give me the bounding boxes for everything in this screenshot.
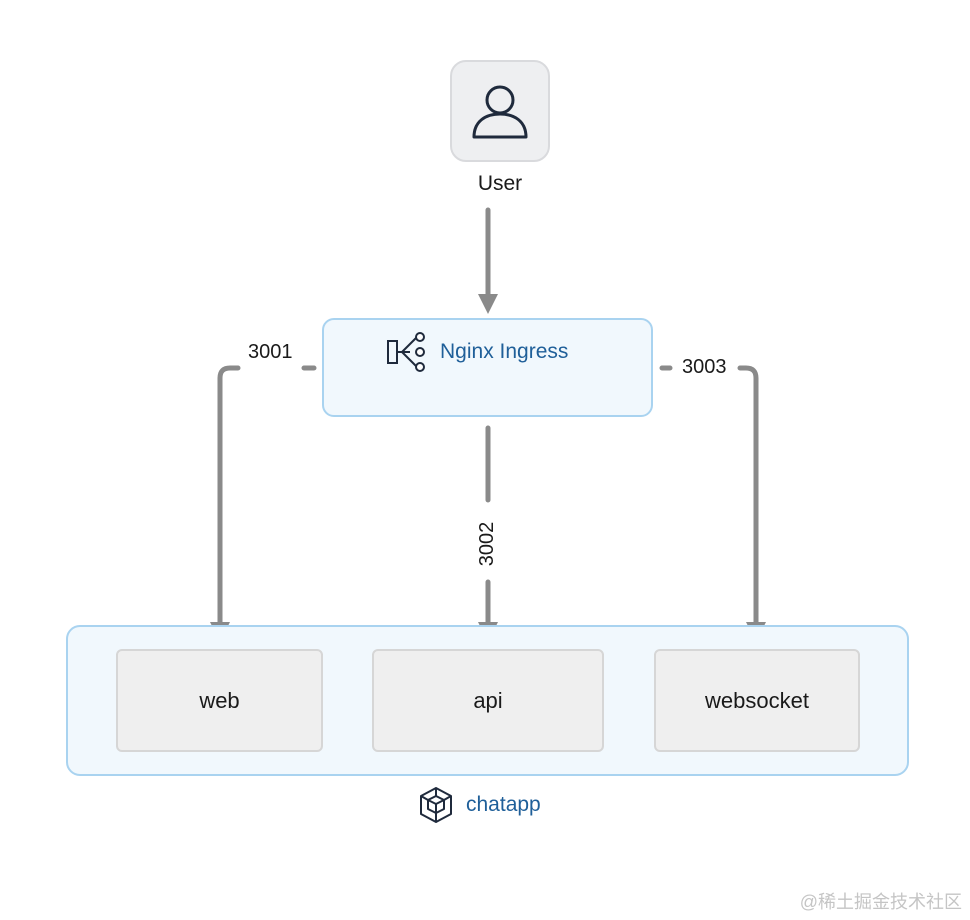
user-label: User <box>477 172 523 195</box>
service-web-label: web <box>199 687 240 713</box>
cluster-label: chatapp <box>466 793 541 816</box>
user-node[interactable] <box>450 60 550 162</box>
watermark: @稀土掘金技术社区 <box>799 892 962 912</box>
arrow-ingress-to-web <box>220 365 317 632</box>
service-websocket-label: websocket <box>705 687 809 713</box>
package-cube-icon <box>420 787 452 823</box>
ingress-node[interactable] <box>322 318 653 417</box>
arrow-ingress-to-websocket <box>659 365 756 632</box>
service-websocket[interactable]: websocket <box>654 649 860 752</box>
ingress-header: Nginx Ingress <box>386 332 568 372</box>
service-api-label: api <box>473 687 503 713</box>
service-web[interactable]: web <box>116 649 323 752</box>
port-label-api: 3002 <box>475 514 499 574</box>
port-label-web: 3001 <box>246 340 295 364</box>
user-icon <box>472 85 528 139</box>
ingress-label: Nginx Ingress <box>440 340 569 363</box>
service-api[interactable]: api <box>372 649 604 752</box>
load-balancer-icon <box>387 332 425 372</box>
cluster-header: chatapp <box>418 786 541 824</box>
port-label-websocket: 3003 <box>680 355 729 379</box>
